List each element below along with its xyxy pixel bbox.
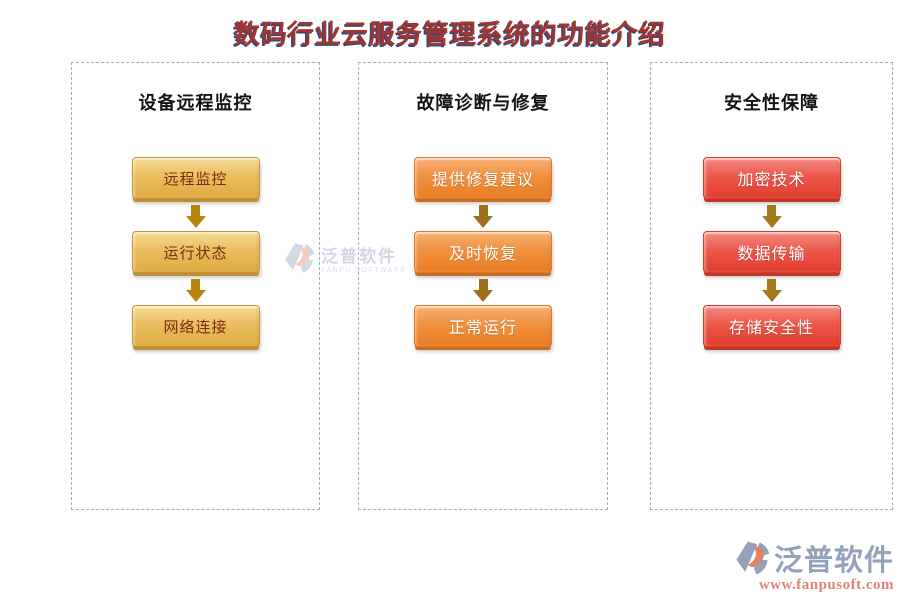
footer-brand-name: 泛普软件 [773,545,894,577]
step-box: 数据传输 [702,231,841,273]
step-box: 远程监控 [131,157,260,199]
section-security-guarantee: 安全性保障 加密技术 数据传输 存储安全性 [650,62,893,510]
fanpu-logo-icon [736,541,770,575]
down-arrow-icon [473,205,493,228]
step-box: 存储安全性 [702,305,841,347]
step-box: 提供修复建议 [414,157,552,199]
down-arrow-icon [473,279,493,302]
step-box: 正常运行 [414,305,552,347]
section-fault-diagnosis-repair: 故障诊断与修复 提供修复建议 及时恢复 正常运行 [358,62,608,510]
steps-flow: 提供修复建议 及时恢复 正常运行 [359,157,607,347]
down-arrow-icon [185,205,206,228]
down-arrow-icon [185,279,206,302]
section-header: 安全性保障 [724,93,819,113]
page-title: 数码行业云服务管理系统的功能介绍 [233,20,666,49]
step-box: 网络连接 [131,305,260,347]
step-box: 运行状态 [131,231,260,273]
footer-brand: 泛普软件 www.fanpusoft.com [733,537,894,594]
down-arrow-icon [761,279,782,302]
footer-url: www.fanpusoft.com [758,577,894,593]
step-box: 加密技术 [702,157,841,199]
steps-flow: 加密技术 数据传输 存储安全性 [651,157,892,347]
section-header: 故障诊断与修复 [416,93,550,113]
section-device-remote-monitoring: 设备远程监控 远程监控 运行状态 网络连接 [71,62,320,510]
section-header: 设备远程监控 [138,93,253,113]
down-arrow-icon [761,205,782,228]
step-box: 及时恢复 [414,231,552,273]
steps-flow: 远程监控 运行状态 网络连接 [72,157,319,347]
